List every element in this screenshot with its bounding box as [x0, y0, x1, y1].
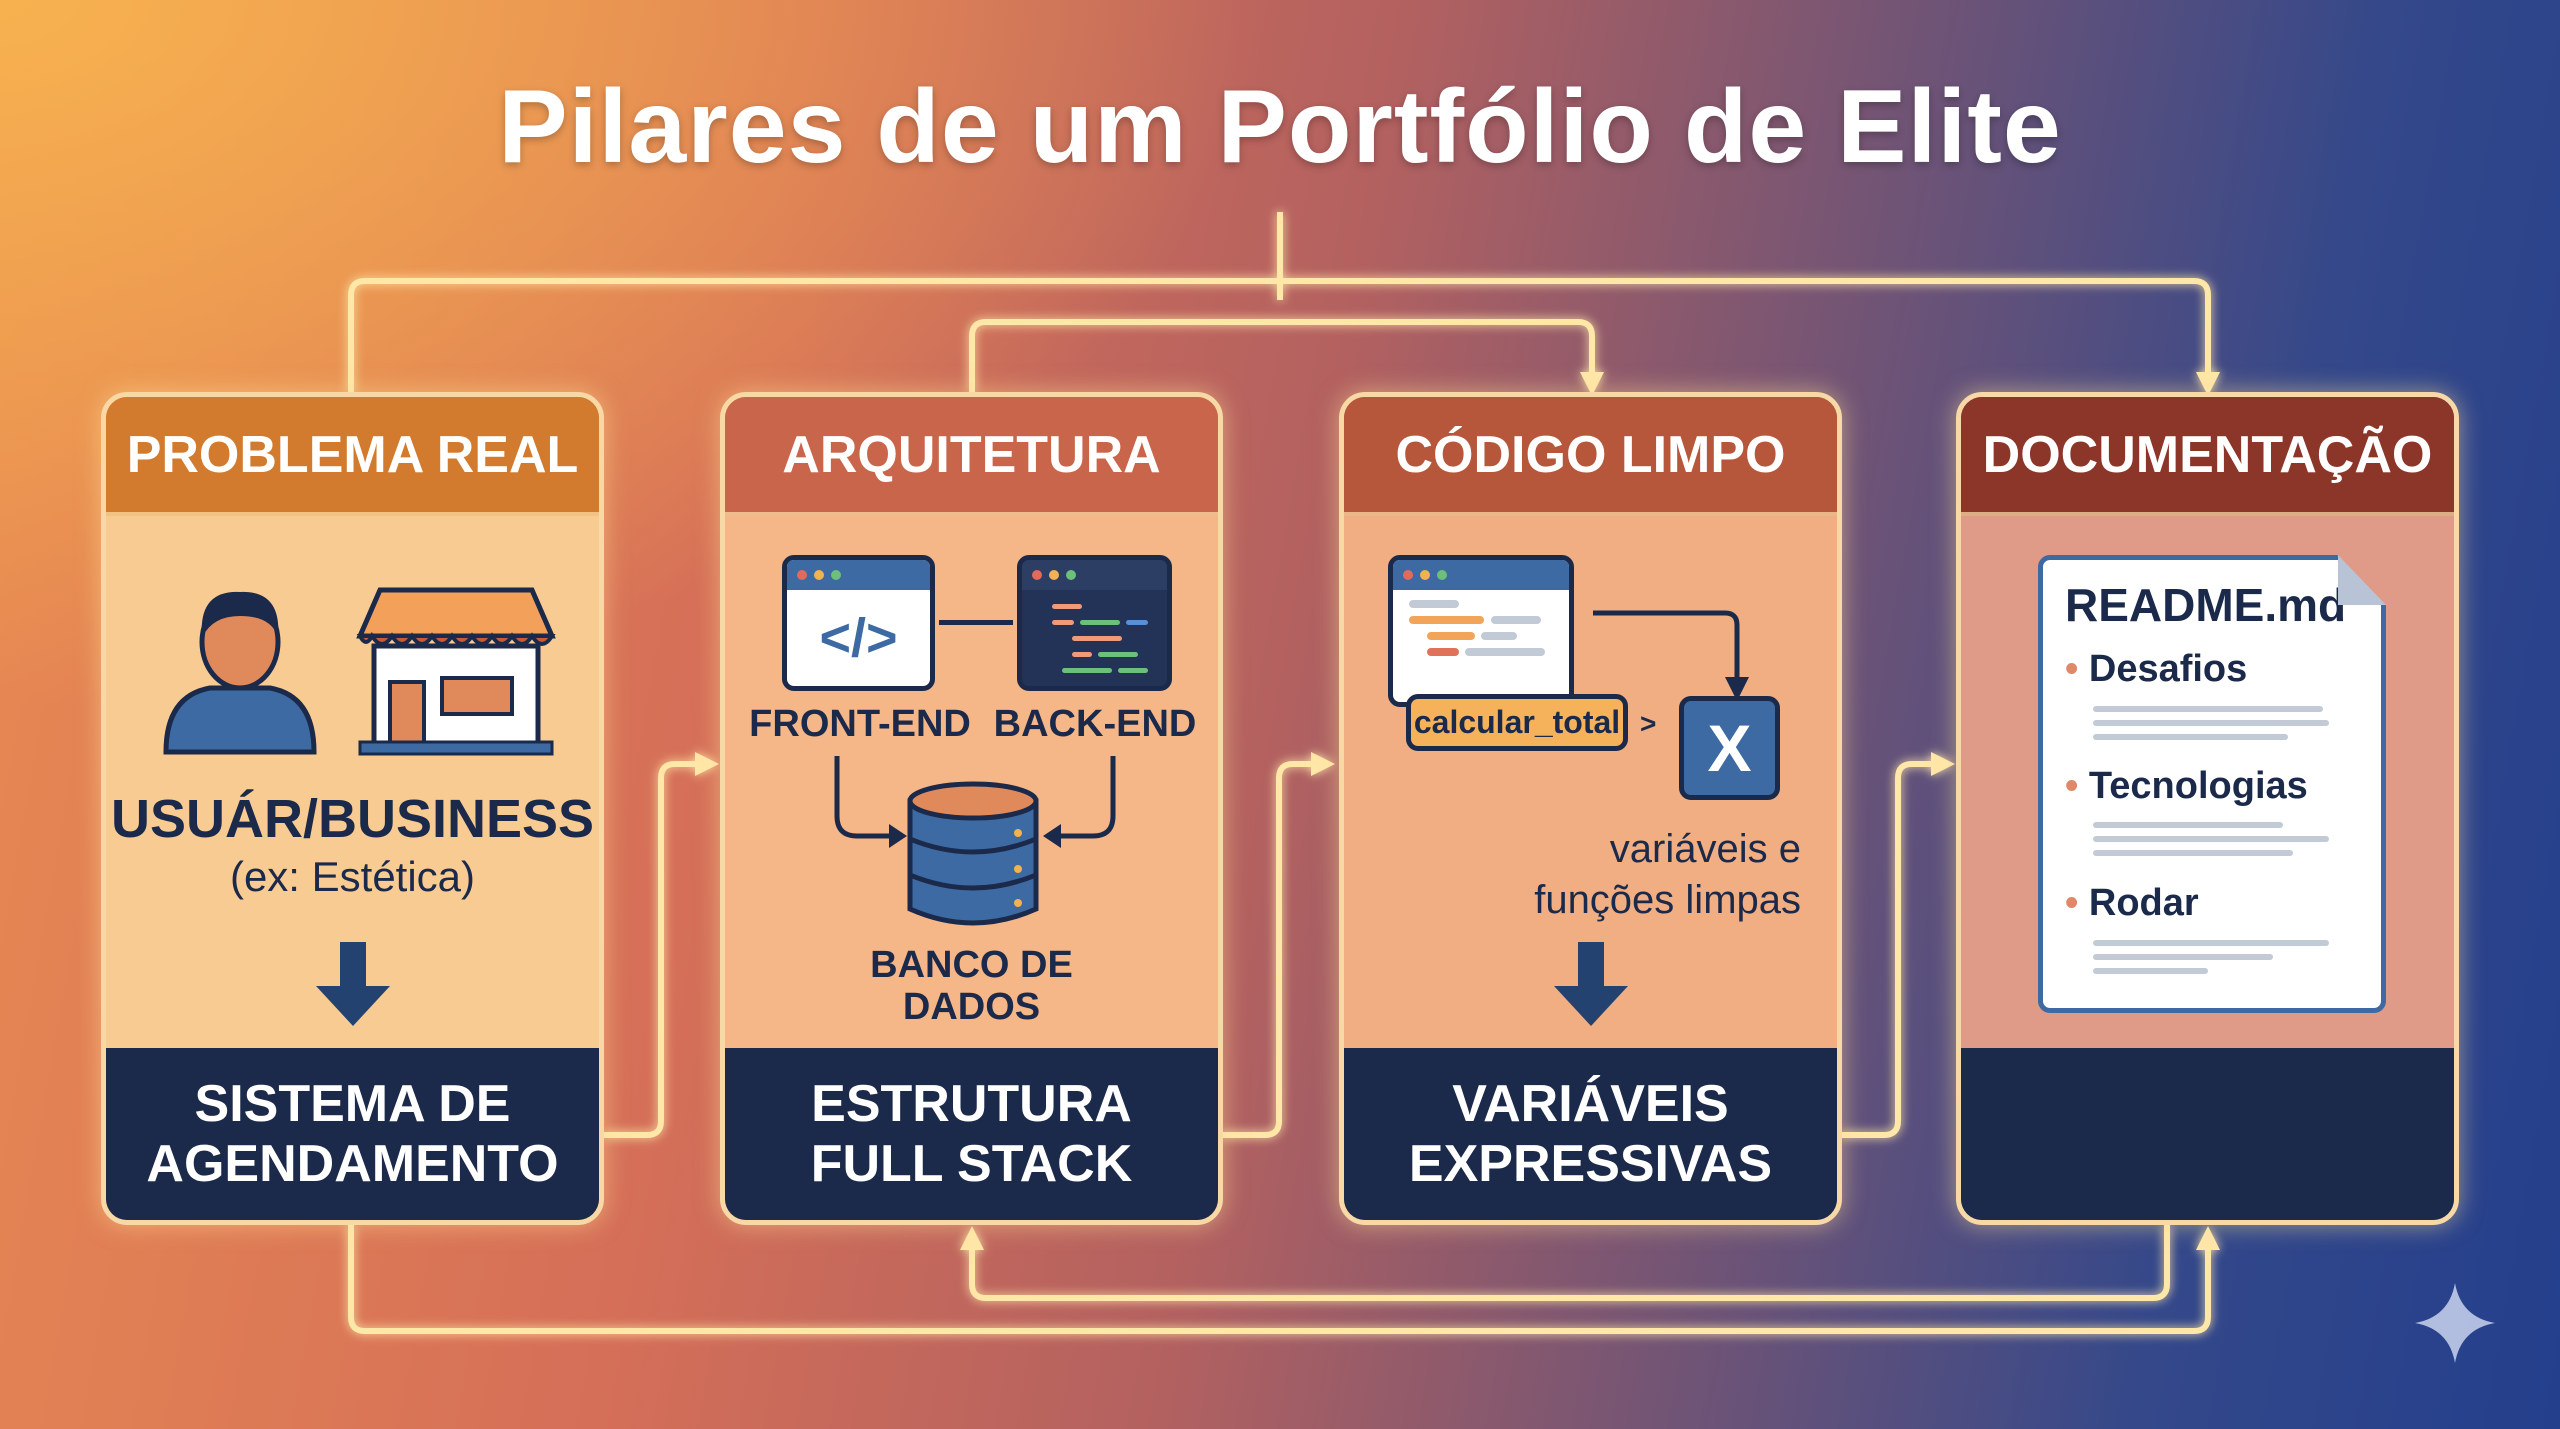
example-label: (ex: Estética) [229, 853, 476, 900]
section-label: Rodar [2088, 882, 2199, 924]
readme-title: README.md [2065, 579, 2347, 631]
footer-line: ESTRUTURA [811, 1075, 1132, 1133]
connector-1-2 [604, 752, 719, 1138]
footer-line: AGENDAMENTO [146, 1135, 559, 1193]
caption-line: variáveis e [1609, 827, 1801, 871]
readme-section: • Desafios [2065, 648, 2248, 690]
flow-arrows-icon [834, 756, 1116, 848]
bent-arrow-icon [1593, 610, 1749, 701]
card-header: PROBLEMA REAL [106, 397, 599, 516]
backend-window-icon [1017, 555, 1172, 691]
connector-bottom-inner [960, 1225, 2170, 1301]
readme-section: • Tecnologias [2065, 765, 2308, 807]
card-header: CÓDIGO LIMPO [1344, 397, 1837, 516]
card-header: ARQUITETURA [725, 397, 1218, 516]
function-name-tag: calcular_total [1406, 694, 1628, 751]
frontend-window-icon: </> [782, 555, 935, 691]
connector-3-4 [1840, 752, 1955, 1138]
arrow-down-icon [1554, 942, 1628, 1026]
section-label: Tecnologias [2088, 765, 2308, 807]
person-icon [163, 591, 317, 755]
database-label-line: DADOS [902, 986, 1041, 1028]
card-footer [1961, 1048, 2454, 1220]
card-problema-real: PROBLEMA REAL USUÁR/BUSINESS (ex: Estéti… [101, 392, 604, 1225]
card-arquitetura: ARQUITETURA </> FRONT-END BACK-END BANCO… [720, 392, 1223, 1225]
section-label: Desafios [2088, 648, 2248, 690]
card-documentacao: DOCUMENTAÇÃO README.md • Desafios • Tecn… [1956, 392, 2459, 1225]
footer-line: VARIÁVEIS [1452, 1075, 1729, 1133]
connector-2-3 [1221, 752, 1335, 1138]
code-glyph: </> [819, 608, 898, 668]
sparkle-icon [2415, 1283, 2495, 1363]
connector-top-inner [969, 319, 1604, 396]
link-line [939, 620, 1013, 625]
chevron-label: > [1640, 708, 1657, 739]
footer-line: SISTEMA DE [194, 1075, 511, 1133]
footer-line: FULL STACK [810, 1135, 1133, 1193]
page-title: Pilares de um Portfólio de Elite [498, 69, 2062, 185]
readme-document: README.md • Desafios • Tecnologias • Rod… [2038, 555, 2386, 1013]
caption: variáveis e funções limpas [1534, 824, 1801, 926]
subject-label: USUÁR/BUSINESS [110, 789, 595, 849]
readme-section: • Rodar [2065, 882, 2199, 924]
footer-line: EXPRESSIVAS [1408, 1135, 1773, 1193]
card-header: DOCUMENTAÇÃO [1961, 397, 2454, 516]
card-codigo-limpo: CÓDIGO LIMPO calcular_total > X variávei… [1339, 392, 1842, 1225]
store-icon [356, 587, 556, 756]
code-window-icon [1388, 555, 1574, 707]
variable-x-icon: X [1679, 696, 1780, 800]
arrow-down-icon [316, 942, 390, 1026]
database-label-line: BANCO DE [870, 944, 1073, 986]
connector-top-outer [348, 278, 2220, 396]
page-fold-icon [2338, 555, 2386, 605]
backend-label: BACK-END [993, 703, 1197, 745]
frontend-label: FRONT-END [749, 703, 971, 745]
caption-line: funções limpas [1534, 878, 1801, 922]
connector-bottom-outer [348, 1225, 2220, 1334]
database-icon [907, 781, 1039, 926]
